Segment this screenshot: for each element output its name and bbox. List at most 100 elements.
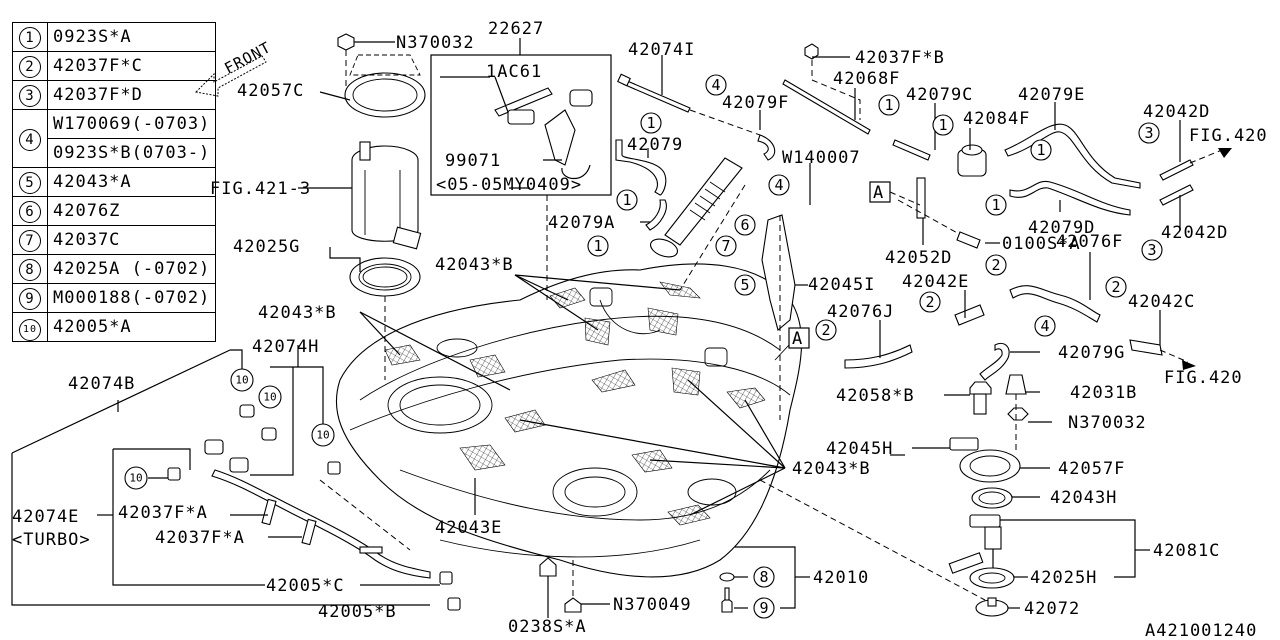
part-label[interactable]: 42074I [628,40,695,60]
ref-box-a[interactable]: A [788,327,810,349]
legend-part[interactable]: 42025A (-0702) [46,254,217,284]
cap-42031b[interactable] [1005,374,1027,395]
part-label[interactable]: 42081C [1153,541,1220,561]
part-label[interactable]: 1AC61 [486,62,542,82]
nut-n370032[interactable] [1007,407,1029,421]
part-label[interactable]: 42079G [1058,343,1125,363]
figure-ref[interactable]: FIG.420 [1189,126,1268,146]
washer-8[interactable] [719,572,735,582]
nut-n370049[interactable] [564,597,582,613]
hose-42079c[interactable] [892,139,931,161]
clamp-42037c[interactable] [648,236,680,261]
hose-42079[interactable] [615,139,667,196]
part-label[interactable]: 22627 [488,19,544,39]
part-label[interactable]: 42084F [963,109,1030,129]
part-label[interactable]: 42068F [833,69,900,89]
ref-marker-10[interactable]: 10 [124,466,148,490]
legend-part[interactable]: 42037C [46,225,217,255]
tube-42068f[interactable] [782,79,871,135]
part-label[interactable]: 42045I [808,275,875,295]
bolt-42058b[interactable] [969,381,992,395]
sender-42081c[interactable] [948,514,1002,574]
part-label[interactable]: 42076J [827,302,894,322]
ref-marker-2[interactable]: 2 [985,254,1007,276]
part-label[interactable]: 42079 [627,135,683,155]
ref-marker-5[interactable]: 5 [734,274,756,296]
part-label[interactable]: 42043*B [258,303,337,323]
plate-42072[interactable] [975,597,1009,617]
part-label[interactable]: 42042D [1143,102,1210,122]
pipe-42042d-2[interactable] [1159,184,1194,206]
bracket-42052d[interactable] [916,177,926,219]
hose-42079g[interactable] [979,342,1010,381]
part-label[interactable]: 0100S*A [1002,234,1081,254]
ref-marker-2[interactable]: 2 [815,319,837,341]
part-label[interactable]: 42042C [1128,292,1195,312]
part-label[interactable]: 42043*B [792,459,871,479]
bolt-0100sa[interactable] [956,231,981,249]
ref-marker-3[interactable]: 3 [1141,239,1163,261]
ref-marker-1[interactable]: 1 [640,112,662,134]
part-label[interactable]: 42042D [1161,223,1228,243]
cover-42057f[interactable] [949,437,1021,483]
part-label[interactable]: 42058*B [836,386,915,406]
hose-42079f[interactable] [757,134,776,161]
part-label[interactable]: 42010 [813,568,869,588]
part-label[interactable]: 42052D [885,248,952,268]
ref-marker-1[interactable]: 1 [932,114,954,136]
fuel-tank[interactable] [335,263,803,578]
ref-marker-4[interactable]: 4 [1034,315,1056,337]
part-label[interactable]: 0238S*A [508,617,587,637]
part-label[interactable]: 42043H [1050,488,1117,508]
part-label[interactable]: 42043*B [435,255,514,275]
part-label[interactable]: N370049 [613,595,692,615]
ref-marker-1[interactable]: 1 [587,235,609,257]
part-label[interactable]: 42079D [1028,218,1095,238]
part-label[interactable]: 42074E [12,507,79,527]
ref-marker-7[interactable]: 7 [715,235,737,257]
part-label[interactable]: 42057F [1058,459,1125,479]
ref-marker-9[interactable]: 9 [753,597,775,619]
legend-part[interactable]: 0923S*A [46,22,217,52]
gasket-42025h[interactable] [969,567,1015,589]
part-label[interactable]: 99071 [445,151,501,171]
part-label[interactable]: 42079A [548,213,615,233]
ref-marker-4[interactable]: 4 [705,74,727,96]
part-label[interactable]: 42076F [1056,232,1123,252]
ref-marker-2[interactable]: 2 [1105,276,1127,298]
part-label[interactable]: 42005*C [266,576,345,596]
part-label[interactable]: 42043E [435,518,502,538]
legend-part[interactable]: 42005*A [46,312,217,342]
part-label[interactable]: 42072 [1024,599,1080,619]
ref-marker-6[interactable]: 6 [734,214,756,236]
pipe-42042e[interactable] [954,304,985,326]
part-label[interactable]: 42079E [1018,85,1085,105]
part-label[interactable]: W140007 [782,148,861,168]
ref-marker-10[interactable]: 10 [230,368,254,392]
legend-part[interactable]: 0923S*B(0703-) [46,138,217,168]
part-label[interactable]: 42005*B [318,602,397,622]
part-label[interactable]: N370032 [396,33,475,53]
ref-marker-3[interactable]: 3 [1138,122,1160,144]
part-label[interactable]: 42037F*A [118,503,208,523]
ref-marker-1[interactable]: 1 [1030,139,1052,161]
part-label[interactable]: 42057C [237,81,304,101]
ref-box-a[interactable]: A [869,181,891,203]
pump-assembly[interactable] [337,33,426,250]
ref-marker-1[interactable]: 1 [616,189,638,211]
part-label[interactable]: 42042E [902,272,969,292]
part-label[interactable]: N370032 [1068,413,1147,433]
part-label[interactable]: 42031B [1070,383,1137,403]
ref-marker-1[interactable]: 1 [985,194,1007,216]
hose-42079e[interactable] [1004,123,1141,189]
pipe-42042c[interactable] [1129,339,1163,356]
ref-marker-4[interactable]: 4 [768,174,790,196]
part-label[interactable]: 42079C [906,85,973,105]
harness-42074b[interactable] [167,404,461,611]
hose-42074i[interactable] [617,73,691,113]
part-label[interactable]: 42025H [1030,568,1097,588]
legend-part[interactable]: 42076Z [46,196,217,226]
part-label[interactable]: 42045H [826,439,893,459]
ref-marker-2[interactable]: 2 [919,291,941,313]
part-label[interactable]: 42037F*A [155,528,245,548]
